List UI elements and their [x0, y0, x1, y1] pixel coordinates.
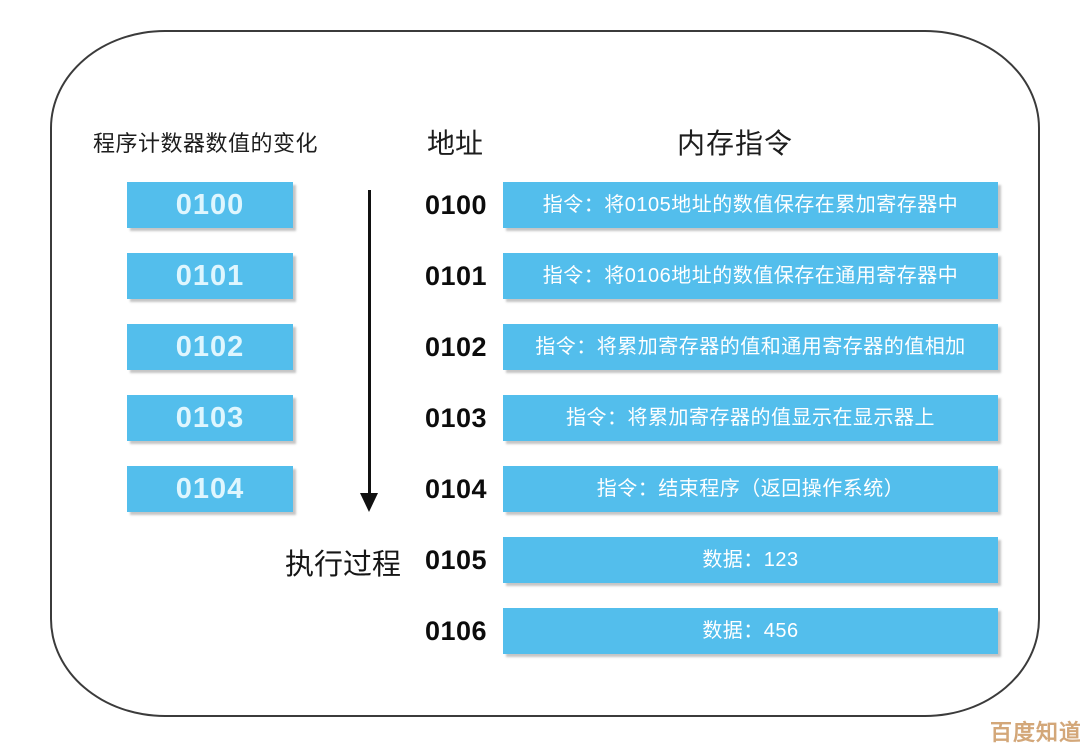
pc-value-box: 0100	[127, 182, 293, 228]
memory-cell: 指令：将0105地址的数值保存在累加寄存器中	[503, 182, 998, 228]
memory-cell: 指令：将累加寄存器的值和通用寄存器的值相加	[503, 324, 998, 370]
address-column-title: 地址	[427, 128, 484, 159]
pc-column-title: 程序计数器数值的变化	[93, 131, 319, 156]
pc-value-box: 0104	[127, 466, 293, 512]
memory-table: 0100 指令：将0105地址的数值保存在累加寄存器中 0101 指令：将010…	[425, 182, 998, 662]
memory-row: 0100 指令：将0105地址的数值保存在累加寄存器中	[425, 182, 998, 228]
memory-cell: 指令：将0106地址的数值保存在通用寄存器中	[503, 253, 998, 299]
execution-process-label: 执行过程	[284, 549, 401, 581]
pc-column: 0100 0101 0102 0103 0104	[127, 182, 293, 512]
memory-cell: 指令：结束程序（返回操作系统）	[503, 466, 998, 512]
memory-row: 0104 指令：结束程序（返回操作系统）	[425, 466, 998, 512]
memory-address: 0106	[425, 616, 488, 646]
memory-row: 0103 指令：将累加寄存器的值显示在显示器上	[425, 395, 998, 441]
pc-value-box: 0101	[127, 253, 293, 299]
pc-value: 0100	[175, 189, 245, 221]
pc-value-box: 0103	[127, 395, 293, 441]
rounded-frame	[50, 30, 1040, 717]
pc-value-box: 0102	[127, 324, 293, 370]
pc-value: 0102	[175, 331, 245, 363]
memory-address: 0102	[425, 332, 488, 362]
memory-cell: 数据：123	[503, 537, 998, 583]
memory-address: 0104	[425, 474, 488, 504]
memory-column-title: 内存指令	[677, 128, 794, 159]
memory-cell: 指令：将累加寄存器的值显示在显示器上	[503, 395, 998, 441]
pc-value: 0101	[175, 260, 245, 292]
execution-flow-arrow-icon	[360, 190, 379, 512]
memory-row: 0106 数据：456	[425, 608, 998, 654]
pc-value: 0103	[175, 402, 245, 434]
arrow-shaft	[368, 190, 371, 495]
memory-address: 0101	[425, 261, 488, 291]
memory-address: 0100	[425, 190, 488, 220]
memory-address: 0103	[425, 403, 488, 433]
memory-row: 0102 指令：将累加寄存器的值和通用寄存器的值相加	[425, 324, 998, 370]
memory-address: 0105	[425, 545, 488, 575]
arrow-head	[360, 493, 378, 512]
memory-row: 0101 指令：将0106地址的数值保存在通用寄存器中	[425, 253, 998, 299]
memory-row: 0105 数据：123	[425, 537, 998, 583]
memory-cell: 数据：456	[503, 608, 998, 654]
baidu-zhidao-watermark: 百度知道	[990, 720, 1080, 745]
pc-value: 0104	[175, 473, 245, 505]
